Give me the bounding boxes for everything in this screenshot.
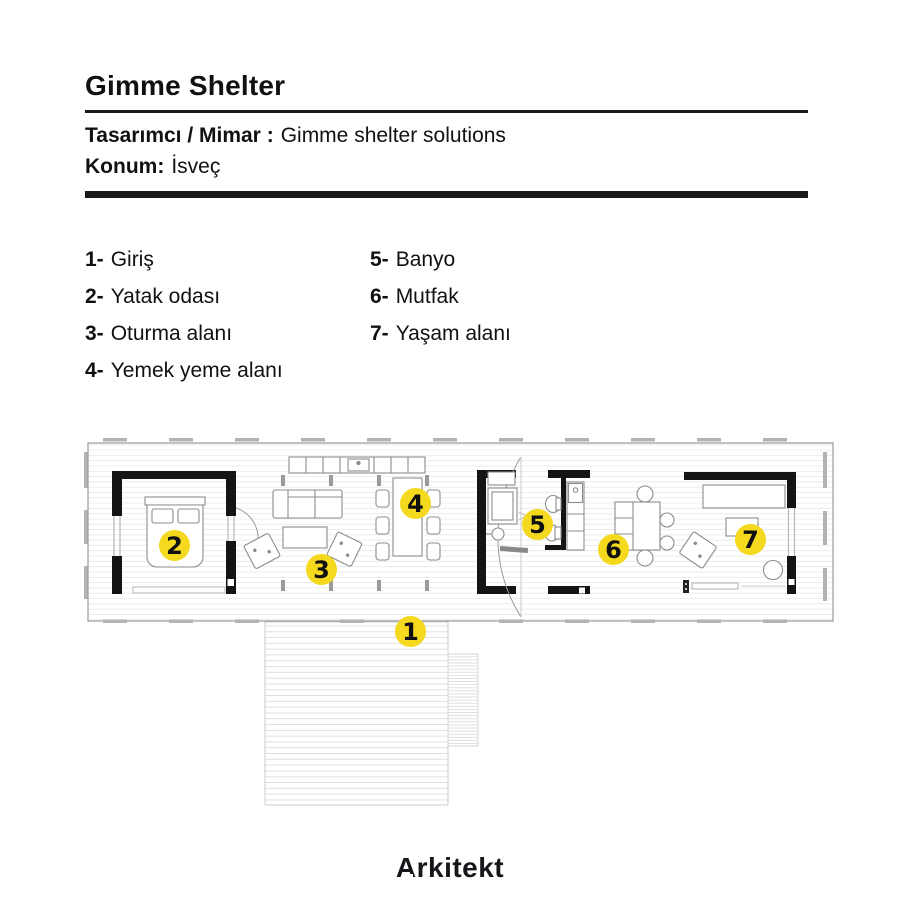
kitchen-unit-icon [566, 481, 585, 551]
designer-label: Tasarımcı / Mimar : [85, 124, 274, 147]
legend-column-right: 5-Banyo 6-Mutfak 7-Yaşam alanı [370, 241, 511, 352]
room-marker-2: 2 [159, 530, 190, 561]
dining-table-icon [375, 477, 441, 561]
coffee-table-icon [282, 526, 328, 549]
room-marker-4: 4 [400, 488, 431, 519]
divider-thin [85, 110, 808, 113]
sofa-icon [272, 489, 343, 519]
glazing-lines [113, 508, 796, 556]
legend-item-7: 7-Yaşam alanı [370, 322, 511, 345]
kitchen-table-icon [614, 485, 675, 567]
room-marker-3: 3 [306, 554, 337, 585]
floor-ticks [281, 475, 689, 593]
designer-value: Gimme shelter solutions [280, 124, 506, 147]
facade-window-marks [84, 438, 827, 623]
room-marker-1: 1 [395, 616, 426, 647]
pouf-icon [762, 559, 784, 581]
designer-line: Tasarımcı / Mimar : Gimme shelter solutio… [85, 121, 506, 151]
legend-item-2: 2-Yatak odası [85, 285, 221, 308]
room-marker-6: 6 [598, 534, 629, 565]
furniture [132, 456, 786, 594]
page-title: Gimme Shelter [85, 70, 286, 101]
legend-item-4: 4-Yemek yeme alanı [85, 359, 283, 382]
armchair-7-icon [679, 531, 717, 569]
storage-counter-icon [288, 456, 426, 474]
legend-item-3: 3-Oturma alanı [85, 322, 233, 345]
deck-terrace [264, 621, 479, 806]
bathroom-fixtures-icon [486, 471, 562, 553]
legend-item-6: 6-Mutfak [370, 285, 459, 308]
location-label: Konum: [85, 155, 165, 178]
armchair-right-icon [326, 531, 363, 567]
location-line: Konum: İsveç [85, 152, 220, 182]
interior-walls [112, 470, 796, 594]
legend-item-1: 1-Giriş [85, 248, 154, 271]
logo-rest: rkitekt [416, 852, 505, 883]
legend-item-5: 5-Banyo [370, 248, 456, 271]
room-marker-5: 5 [522, 509, 553, 540]
site-logo: Arkitekt [0, 852, 900, 884]
logo-house-a-icon: A [395, 852, 417, 883]
location-value: İsveç [171, 155, 221, 178]
legend-column-left: 1-Giriş 2-Yatak odası 3-Oturma alanı 4-Y… [85, 241, 283, 389]
armchair-left-icon [243, 533, 281, 569]
divider-thick [85, 191, 808, 198]
low-shelf-icon [691, 582, 739, 590]
room-marker-7: 7 [735, 524, 766, 555]
